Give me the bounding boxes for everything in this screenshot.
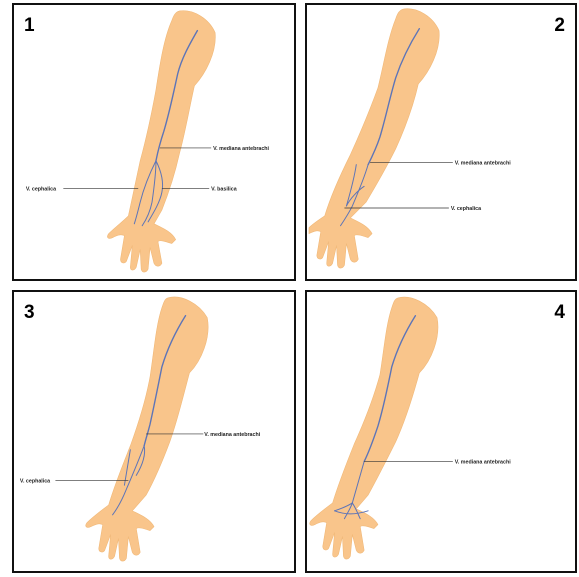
label-basilica: V. basilica [211,186,237,192]
label-cephalica: V. cephalica [451,206,481,212]
diagram-panel-1: 1 V. mediana antebrachi V. cephalica V. … [12,3,296,281]
diagram-panel-4: 4 V. mediana antebrachi [305,290,577,573]
diagram-panel-3: 3 V. mediana antebrachi V. cephalica [12,290,296,573]
label-mediana: V. mediana antebrachi [213,146,269,152]
arm-silhouette [309,9,439,268]
label-cephalica: V. cephalica [26,186,56,192]
arm-illustration: V. mediana antebrachi V. cephalica [307,5,575,279]
arm-silhouette [310,297,438,559]
arm-illustration: V. mediana antebrachi V. cephalica V. ba… [14,5,294,279]
label-mediana: V. mediana antebrachi [204,432,260,438]
diagram-panel-2: 2 V. mediana antebrachi V. cephalica [305,3,577,281]
arm-silhouette [86,297,208,561]
arm-illustration: V. mediana antebrachi V. cephalica [14,292,294,571]
arm-illustration: V. mediana antebrachi [307,292,575,571]
label-cephalica: V. cephalica [20,478,50,484]
label-mediana: V. mediana antebrachi [455,161,511,167]
label-mediana: V. mediana antebrachi [455,460,511,466]
